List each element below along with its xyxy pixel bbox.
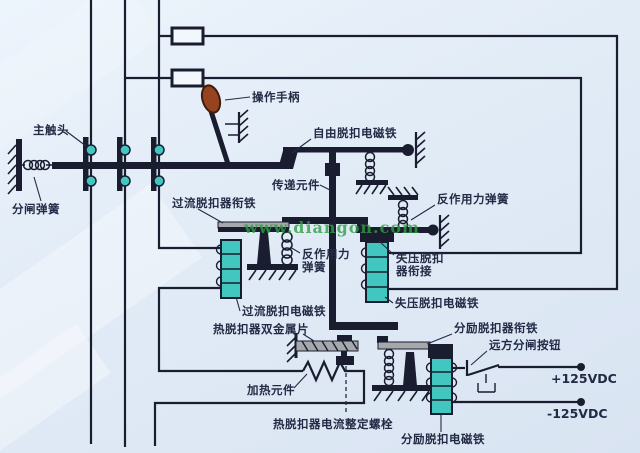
shunt-latch-nub: [377, 336, 388, 343]
label-uv-magnet: 失压脱扣电磁铁: [395, 296, 479, 310]
label-transmission-element: 传递元件: [271, 178, 320, 192]
pivot-dot: [402, 144, 414, 156]
label-reaction-spring-right: 反作用力弹簧: [437, 192, 509, 206]
shunt-armature-bar: [377, 341, 431, 350]
overcurrent-coil: [215, 239, 242, 299]
label-overcurrent-armature: 过流脱扣器衔铁: [172, 196, 256, 210]
trip-crossbar: [282, 217, 368, 224]
handle-knob: [200, 84, 222, 114]
watermark-text: www.diangon.com: [243, 218, 420, 237]
shunt-stand: [403, 352, 417, 386]
free-trip-spring: [355, 151, 388, 195]
thermal-release: [286, 333, 359, 413]
shunt-coil: [425, 357, 458, 415]
free-trip-bar: [283, 147, 410, 153]
uv-core-cap: [360, 233, 394, 242]
bimetal-strip: [295, 340, 359, 352]
reaction-spring-mid: [281, 231, 293, 266]
uv-pivot-dot: [427, 224, 439, 236]
contact-pole-3: [151, 137, 165, 191]
fuse-loop-inner: [125, 68, 583, 255]
labels: 主触头 分闸弹簧 操作手柄 自由脱扣电磁铁 传递元件 过流脱扣器衔铁 反作用力 …: [12, 90, 617, 446]
armature-stand: [257, 232, 271, 264]
label-overcurrent-magnet: 过流脱扣电磁铁: [242, 304, 326, 318]
label-remote-button: 远方分闸按钮: [489, 338, 561, 352]
label-opening-spring: 分闸弹簧: [12, 202, 60, 216]
shunt-release: [372, 336, 585, 415]
contact-pole-2: [117, 137, 131, 191]
undervoltage-release: [356, 186, 450, 303]
dc-negative-terminal: [577, 398, 585, 406]
label-dc-minus: -125VDC: [547, 406, 608, 421]
fuse-1: [170, 26, 205, 46]
label-free-trip-magnet: 自由脱扣电磁铁: [313, 126, 397, 140]
label-bimetal: 热脱扣器双金属片: [213, 322, 309, 336]
remote-trip-switch: [452, 360, 585, 406]
overcurrent-release: [215, 221, 298, 299]
label-setting-bolt: 热脱扣器电流整定螺栓: [273, 417, 393, 431]
label-uv-link-2: 器衔接: [395, 264, 432, 278]
transmission-rod: [325, 150, 398, 330]
contact-pole-1: [83, 137, 97, 191]
dc-positive-terminal: [577, 363, 585, 371]
setting-bolt: [336, 351, 354, 413]
label-dc-plus: +125VDC: [551, 371, 617, 386]
uv-coil: [360, 241, 389, 303]
label-main-contact: 主触头: [33, 123, 69, 137]
transmission-foot: [329, 322, 398, 330]
label-reaction-spring-mid-1: 反作用力: [302, 247, 350, 261]
shunt-core-cap: [428, 344, 453, 358]
uv-latch-nub: [357, 221, 368, 227]
free-trip-mechanism: [278, 131, 426, 330]
label-operating-handle: 操作手柄: [252, 90, 300, 104]
label-reaction-spring-mid-2: 弹簧: [302, 260, 326, 274]
label-shunt-magnet: 分励脱扣电磁铁: [401, 432, 485, 446]
fuse-2: [170, 68, 205, 88]
uv-ceiling-anchor: [387, 186, 419, 200]
handle-guide: [225, 109, 249, 143]
bimetal-nub: [337, 335, 352, 341]
moving-contact-bar: [52, 162, 290, 169]
label-heater: 加热元件: [246, 383, 295, 397]
shunt-spring: [383, 348, 395, 387]
main-contact-assembly: [7, 137, 290, 195]
label-shunt-armature: 分励脱扣器衔铁: [454, 321, 538, 335]
operating-handle: [200, 84, 249, 167]
left-anchor-wall: [16, 139, 22, 191]
leader-lines: [33, 96, 488, 432]
fuse-loop-outer: [159, 26, 619, 291]
uv-armature-bar: [356, 227, 434, 233]
label-uv-link-1: 失压脱扣: [396, 251, 444, 265]
opening-spring: [22, 159, 52, 171]
